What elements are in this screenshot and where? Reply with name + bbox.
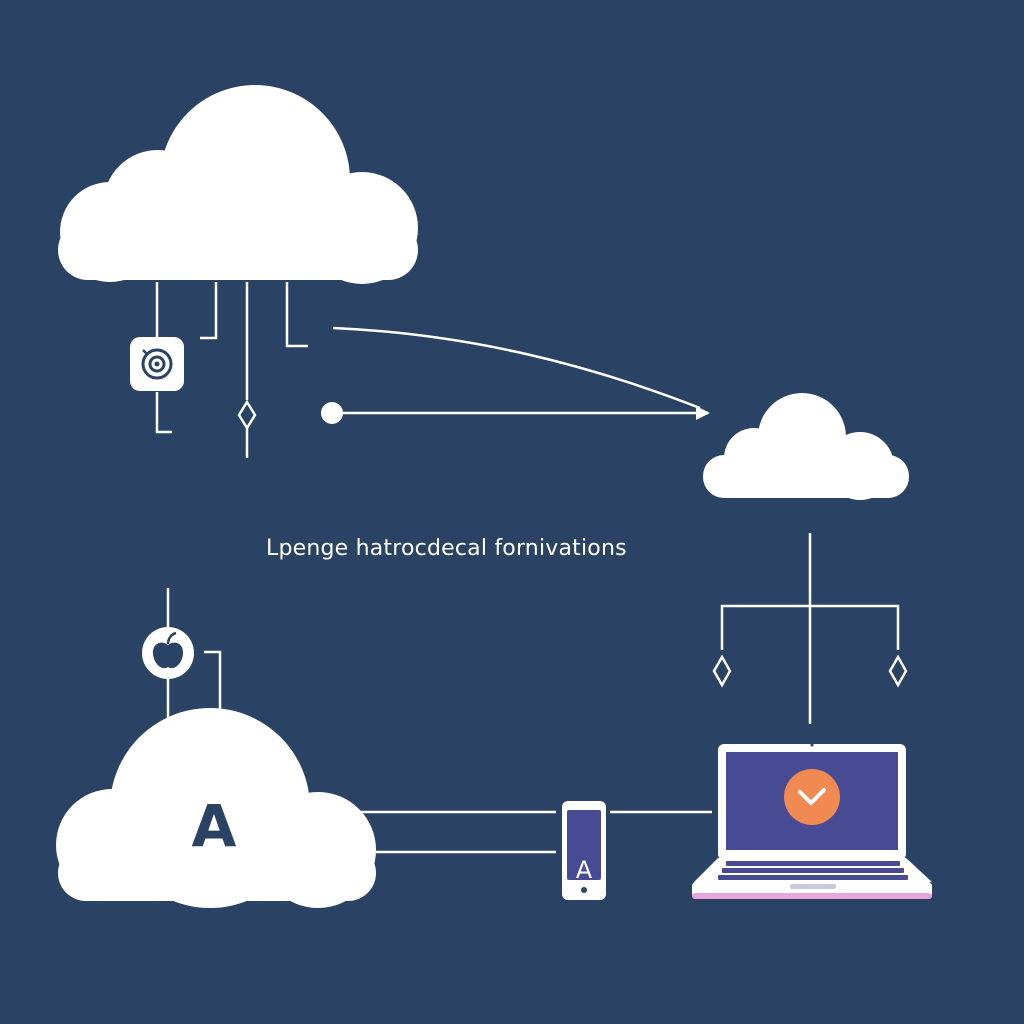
phone-letter: A — [576, 856, 593, 884]
cloud-letter: A — [192, 792, 237, 860]
cloud-top-left — [58, 85, 418, 284]
cloud-right — [703, 393, 909, 500]
laptop-keyboard — [718, 861, 908, 880]
right-tree-connectors — [720, 533, 900, 724]
diamond-marker-right-a — [712, 654, 732, 688]
curved-arrow — [332, 326, 701, 410]
checkmark-icon — [784, 769, 840, 825]
arrow-origin-dot — [321, 402, 343, 424]
diamond-marker-top — [237, 399, 257, 431]
top-cloud-connectors — [155, 282, 308, 458]
diamond-marker-right-b — [888, 654, 908, 688]
phone-device: A — [562, 801, 606, 900]
target-icon — [130, 337, 184, 391]
apple-icon — [142, 627, 194, 679]
cloud-phone-links — [356, 810, 712, 854]
bottom-cloud-connectors — [166, 588, 222, 720]
diagram-caption: Lpenge hatrocdecal fornivations — [266, 536, 627, 561]
cloud-bottom-left — [56, 708, 376, 908]
